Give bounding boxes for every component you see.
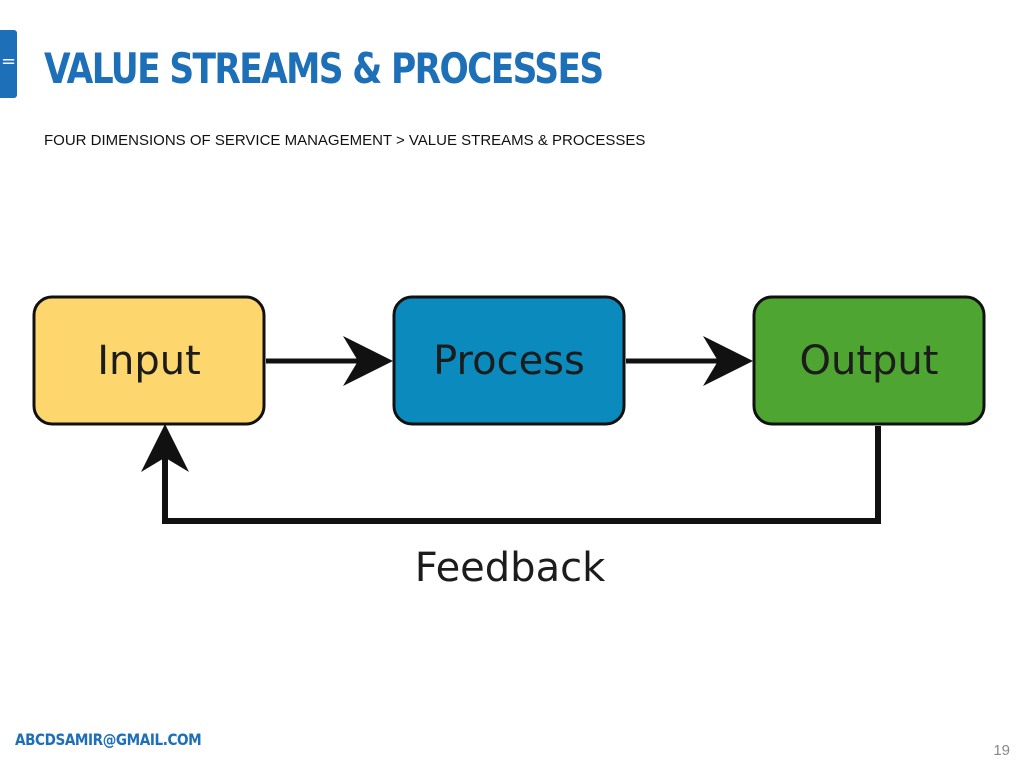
node-output: Output xyxy=(752,295,986,426)
page-number: 19 xyxy=(993,742,1010,759)
node-input-box xyxy=(32,295,266,426)
menu-icon[interactable]: = xyxy=(0,30,17,98)
node-output-box xyxy=(752,295,986,426)
breadcrumb: FOUR DIMENSIONS OF SERVICE MANAGEMENT > … xyxy=(44,132,646,149)
node-process-box xyxy=(392,295,626,426)
feedback-label: Feedback xyxy=(415,545,606,591)
footer-email: ABCDSAMIR@GMAIL.COM xyxy=(15,730,202,749)
process-diagram: Input Process Output Feedback xyxy=(32,295,986,591)
arrow-feedback xyxy=(141,424,881,524)
page-title: VALUE STREAMS & PROCESSES xyxy=(44,44,604,93)
node-output-label: Output xyxy=(800,338,939,384)
node-process: Process xyxy=(392,295,626,426)
node-process-label: Process xyxy=(433,338,585,384)
node-input-label: Input xyxy=(97,338,201,384)
node-input: Input xyxy=(32,295,266,426)
